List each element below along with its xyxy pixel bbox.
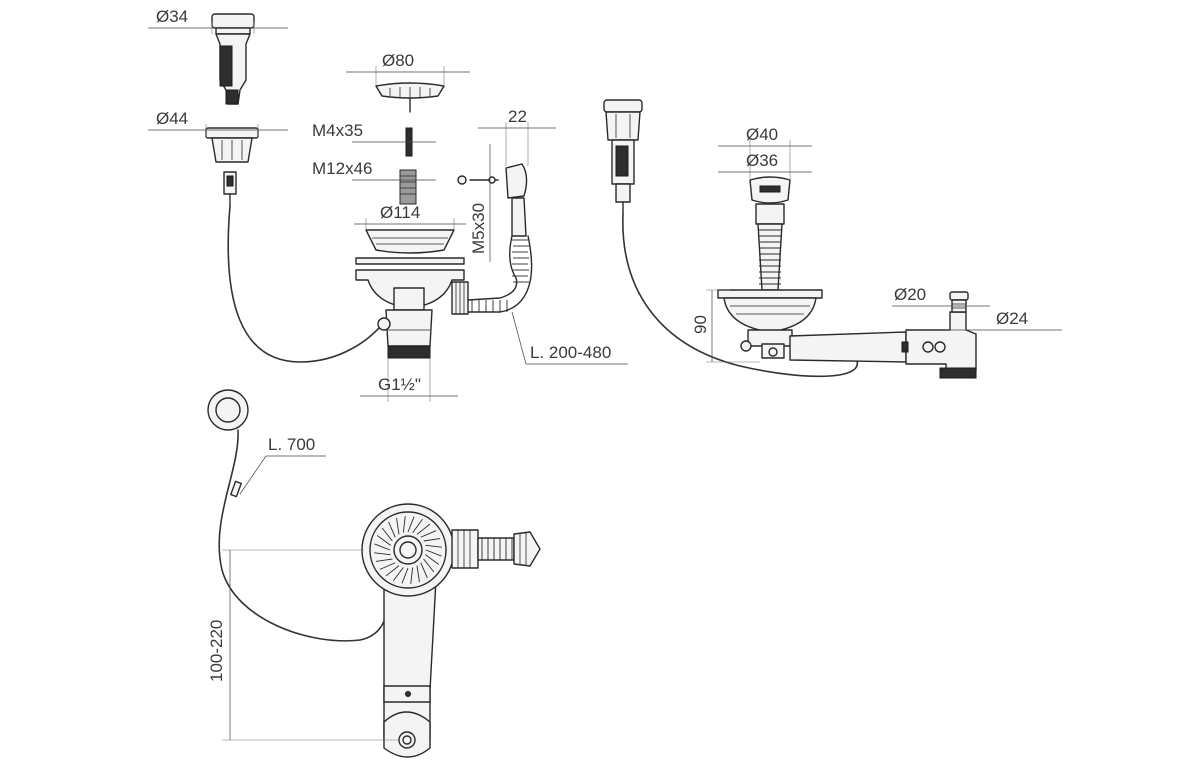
remote-button-top <box>207 389 389 642</box>
pop-up-button-assembly <box>205 13 385 363</box>
dim-right-pipe: Ø20 Ø24 <box>892 285 1062 331</box>
right-cap-inner-label: Ø36 <box>746 151 778 170</box>
ridge-line <box>374 543 391 551</box>
dim-pop-up-button: Ø34 <box>148 7 288 34</box>
ridge-line <box>375 558 393 562</box>
dim-outlet-thread: G1½" <box>360 358 458 402</box>
screw-large-label: M12x46 <box>312 159 372 178</box>
strainer-cap-diameter-label: Ø80 <box>382 51 414 70</box>
ridge-line <box>410 567 414 584</box>
pop-up-button-diameter-label: Ø34 <box>156 7 188 26</box>
strainer-basket: Ø114 <box>354 203 466 254</box>
ridge-line <box>425 544 442 548</box>
ridge-line <box>425 554 440 565</box>
screw-m12: M12x46 <box>312 159 436 205</box>
right-pipe-end-label: Ø24 <box>996 309 1028 328</box>
dim-offset-range: 100-220 <box>207 549 400 741</box>
ridge-line <box>393 567 404 582</box>
ridge-line <box>376 535 391 546</box>
sink-waste-body <box>355 257 469 359</box>
right-cap-outer-label: Ø40 <box>746 125 778 144</box>
ridge-line <box>425 549 442 557</box>
ridge-line <box>407 516 415 533</box>
overflow-assembly <box>457 163 528 237</box>
ridge-line <box>374 552 391 556</box>
pop-up-housing-diameter-label: Ø44 <box>156 109 188 128</box>
right-strainer-assembly <box>717 176 977 379</box>
flexible-hose <box>467 235 533 313</box>
basket-diameter-label: Ø114 <box>380 203 420 222</box>
ridge-line <box>423 558 435 573</box>
hose-length-label: L. 200-480 <box>530 343 611 362</box>
right-assembly-height-label: 90 <box>691 315 710 334</box>
outlet-thread-label: G1½" <box>378 375 421 394</box>
overflow-screw-label: M5x30 <box>469 203 488 254</box>
dim-right-cap: Ø40 Ø36 <box>718 125 812 180</box>
strainer-cap <box>375 82 445 113</box>
dim-cable-length: L. 700 <box>239 435 326 495</box>
ridge-line <box>416 565 420 583</box>
screw-small-label: M4x35 <box>312 121 363 140</box>
strainer-top-view <box>361 503 541 758</box>
dim-overflow: 22 M5x30 <box>469 107 556 262</box>
ridge-line <box>388 521 396 538</box>
right-pipe-outer-label: Ø20 <box>894 285 926 304</box>
cable-length-label: L. 700 <box>268 435 315 454</box>
dim-pop-up-housing: Ø44 <box>148 109 288 136</box>
ridge-line <box>420 530 437 538</box>
ridge-line <box>379 562 396 570</box>
dim-strainer-cap: Ø80 <box>346 51 470 86</box>
ridge-line <box>420 562 428 579</box>
ridge-line <box>381 527 393 542</box>
ridge-line <box>423 538 441 542</box>
dim-hose-length: L. 200-480 <box>511 311 628 365</box>
ridge-line <box>396 517 400 535</box>
ridge-line <box>385 565 400 577</box>
overflow-width-label: 22 <box>508 107 527 126</box>
screw-m4: M4x35 <box>312 121 436 157</box>
dim-right-height: 90 <box>691 289 760 363</box>
ridge-line <box>416 523 431 535</box>
ridge-line <box>412 518 423 533</box>
offset-range-label: 100-220 <box>207 620 226 682</box>
ridge-line <box>402 516 406 533</box>
ridge-line <box>401 567 409 584</box>
